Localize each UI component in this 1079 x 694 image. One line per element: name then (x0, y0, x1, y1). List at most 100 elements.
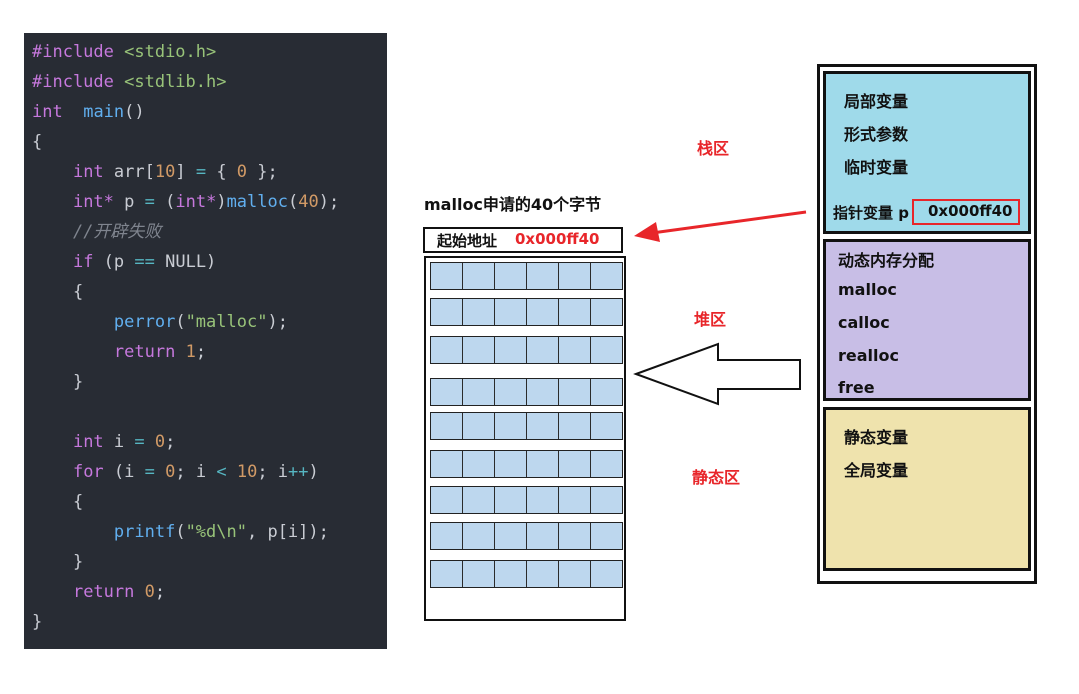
heap-byte-row (430, 262, 623, 290)
start-address-value: 0x000ff40 (515, 230, 600, 248)
heap-byte-cell (559, 299, 591, 325)
heap-byte-cell (431, 379, 463, 405)
memory-map: 局部变量 形式参数 临时变量 指针变量 p 0x000ff40 动态内存分配 m… (817, 64, 1037, 584)
heap-byte-cell (495, 263, 527, 289)
heap-byte-cell (559, 263, 591, 289)
heap-byte-cell (463, 379, 495, 405)
heap-byte-cell (463, 263, 495, 289)
heap-byte-cell (463, 337, 495, 363)
heap-byte-cell (559, 379, 591, 405)
heap-byte-cell (527, 379, 559, 405)
heap-byte-cell (591, 487, 622, 513)
static-section: 静态变量 全局变量 (823, 407, 1031, 571)
heap-byte-cell (591, 299, 622, 325)
stack-item: 临时变量 (844, 158, 909, 177)
code-token: #include (32, 42, 125, 62)
heap-byte-cell (463, 523, 495, 549)
code-token: <stdlib.h> (124, 72, 227, 92)
heap-byte-cell (591, 263, 622, 289)
heap-byte-cell (431, 523, 463, 549)
code-token: #include (32, 72, 125, 92)
heap-byte-cell (527, 451, 559, 477)
heap-byte-cell (527, 487, 559, 513)
stack-section: 局部变量 形式参数 临时变量 指针变量 p 0x000ff40 (823, 71, 1031, 234)
heap-byte-cell (527, 337, 559, 363)
code-line-5: int arr[10] = { 0 }; (72, 162, 278, 182)
stack-item: 形式参数 (844, 125, 909, 144)
heap-byte-row (430, 522, 623, 550)
heap-byte-cell (591, 379, 622, 405)
heap-byte-cell (591, 337, 622, 363)
heap-byte-cell (431, 263, 463, 289)
pointer-value-box: 0x000ff40 (912, 199, 1020, 225)
heap-byte-cell (495, 451, 527, 477)
heap-byte-cell (495, 487, 527, 513)
heap-byte-cell (463, 451, 495, 477)
heap-byte-cell (527, 299, 559, 325)
heap-byte-cell (591, 451, 622, 477)
static-item: 静态变量 (844, 428, 909, 447)
heap-item: 动态内存分配 (838, 251, 935, 270)
heap-item: malloc (838, 280, 897, 299)
code-line-19: return 0; (72, 582, 166, 602)
code-line-14: int i = 0; (72, 432, 176, 452)
heap-byte-cell (495, 379, 527, 405)
code-line-9: { (32, 282, 84, 302)
heap-byte-cell (431, 299, 463, 325)
heap-byte-cell (527, 561, 559, 587)
stack-region-label: 栈区 (697, 139, 730, 158)
code-line-2: #include <stdlib.h> (32, 67, 226, 97)
heap-byte-cell (527, 263, 559, 289)
code-line-4: { (32, 132, 43, 152)
code-line-18: } (32, 552, 84, 572)
heap-byte-cell (527, 413, 559, 439)
code-token: main (83, 102, 125, 122)
heap-byte-cell (431, 561, 463, 587)
heap-item: realloc (838, 346, 899, 365)
code-line-7: //开辟失败 (72, 222, 162, 242)
code-token: int (32, 102, 63, 122)
heap-byte-cell (495, 299, 527, 325)
pointer-variable-label: 指针变量 p (833, 204, 909, 222)
code-line-8: if (p == NULL) (72, 252, 217, 272)
heap-byte-cell (431, 337, 463, 363)
heap-byte-cell (495, 413, 527, 439)
heap-byte-cell (591, 561, 622, 587)
heap-byte-cell (431, 487, 463, 513)
heap-byte-row (430, 298, 623, 326)
code-line-20: } (32, 612, 43, 632)
code-line-16: { (32, 492, 84, 512)
code-line-11: return 1; (113, 342, 207, 362)
pointer-arrow-line (651, 210, 807, 235)
heap-byte-cell (431, 451, 463, 477)
stack-item: 局部变量 (844, 92, 909, 111)
heap-byte-cell (495, 337, 527, 363)
heap-byte-cell (495, 523, 527, 549)
code-line-17: printf("%d\n", p[i]); (113, 522, 329, 542)
heap-section: 动态内存分配 malloc calloc realloc free (823, 239, 1031, 401)
code-panel: #include <stdio.h> #include <stdlib.h> i… (24, 33, 387, 649)
heap-byte-cell (591, 413, 622, 439)
heap-byte-row (430, 450, 623, 478)
code-line-12: } (32, 372, 84, 392)
heap-byte-cell (559, 487, 591, 513)
heap-byte-cell (463, 561, 495, 587)
heap-byte-cell (559, 451, 591, 477)
pointer-arrow-head (634, 222, 660, 242)
code-line-1: #include <stdio.h> (32, 37, 216, 67)
heap-byte-row (430, 560, 623, 588)
heap-byte-cell (559, 523, 591, 549)
heap-byte-cell (559, 413, 591, 439)
heap-byte-row (430, 486, 623, 514)
code-line-6: int* p = (int*)malloc(40); (72, 192, 340, 212)
start-address-box: 起始地址 0x000ff40 (423, 227, 623, 253)
heap-byte-row (430, 336, 623, 364)
heap-byte-cell (463, 299, 495, 325)
static-item: 全局变量 (844, 461, 909, 480)
code-line-10: perror("malloc"); (113, 312, 288, 332)
heap-byte-cell (431, 413, 463, 439)
heap-byte-cell (463, 413, 495, 439)
code-token: <stdio.h> (124, 42, 217, 62)
heap-block-title: malloc申请的40个字节 (424, 195, 602, 214)
